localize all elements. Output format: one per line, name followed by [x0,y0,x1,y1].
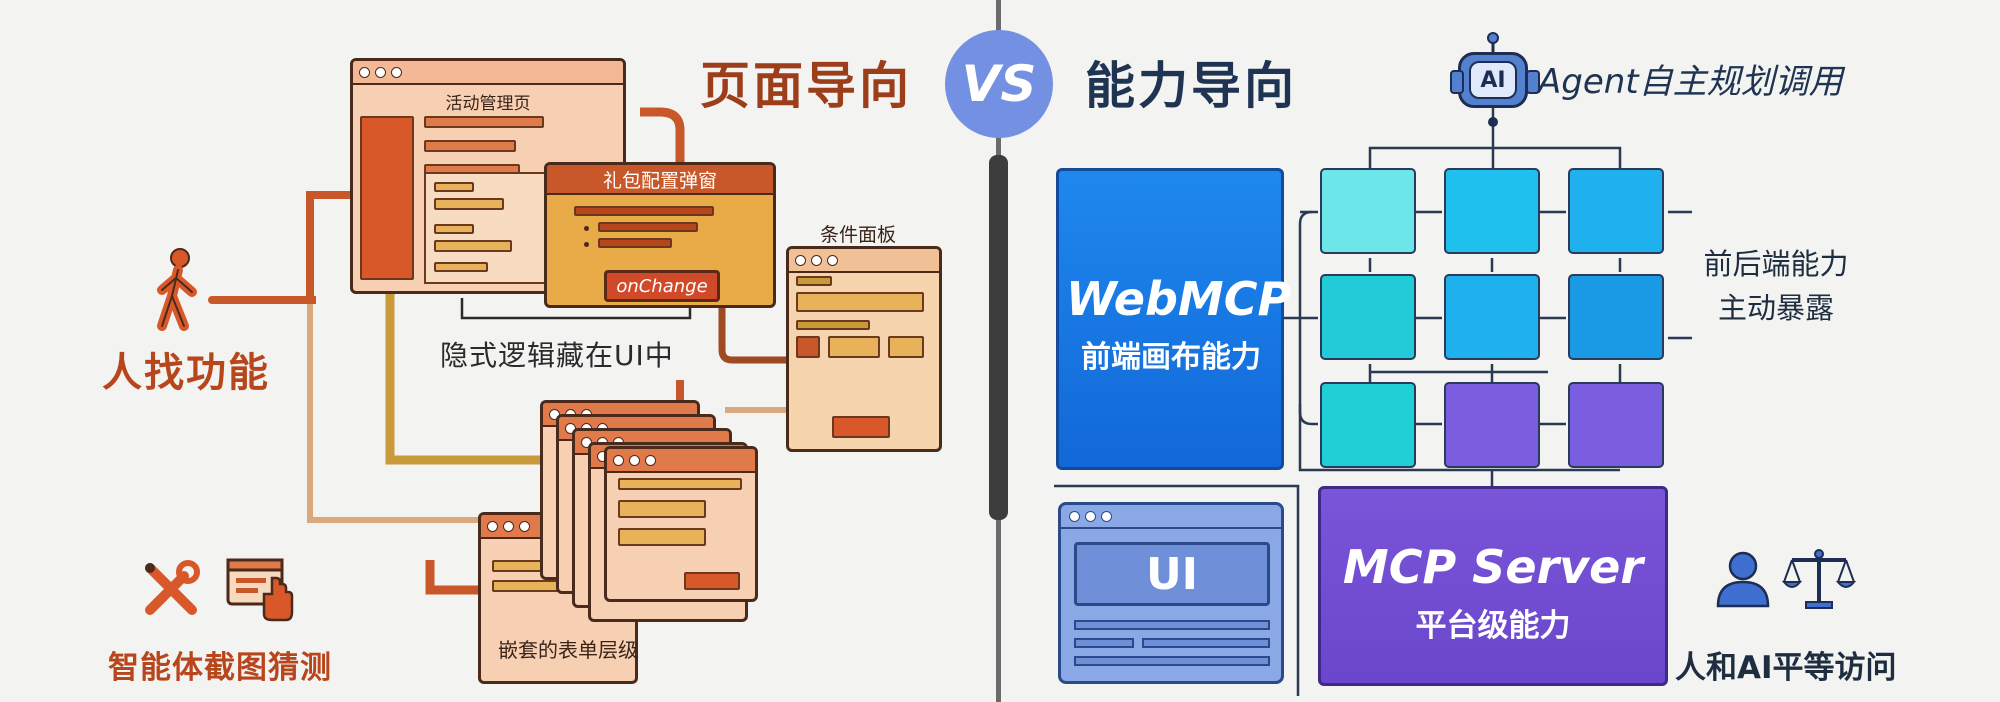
ui-label: UI [1074,542,1270,606]
robot-ear-icon [1450,70,1464,94]
onchange-button[interactable]: onChange [604,270,720,302]
equal-access-label: 人和AI平等访问 [1675,650,1897,686]
nested-button [684,572,740,590]
form-label-bar [434,182,474,192]
form-label-bar [434,224,474,234]
wrench-screwdriver-icon [145,560,200,615]
panel-field [828,336,880,358]
window-dot [359,66,370,78]
content-bar [424,116,544,128]
window-dot [391,66,402,78]
balance-scale-icon [1782,549,1856,609]
walking-person-icon [157,248,197,331]
ui-line [1074,620,1270,630]
window-dot [811,254,822,266]
capability-tile [1568,274,1664,360]
mcp-server-subtitle: 平台级能力 [1415,608,1571,644]
window-titlebar [1061,505,1281,529]
exposed-label-line: 主动暴露 [1717,291,1834,325]
window-dot [795,254,806,266]
ui-line [1074,638,1134,648]
window-dot [487,520,498,532]
window-dot [629,454,640,466]
gift-popup-title: 礼包配置弹窗 [602,169,717,192]
panel-label-bar [796,276,832,286]
nested-field [618,478,742,490]
capability-tile [1568,168,1664,254]
sidebar-block [360,116,414,280]
robot-antenna-icon [1487,32,1499,54]
screenshot-hand-icon [226,558,294,622]
ui-line [1074,656,1270,666]
window-dot [645,454,656,466]
user-icon [1716,551,1770,608]
ui-line [1142,638,1270,648]
ai-badge: AI [1469,61,1517,99]
robot-icon: AI [1458,52,1528,108]
capability-tile [1320,168,1416,254]
vs-badge: VS [945,30,1053,138]
popup-line [598,222,698,232]
robot-ear-icon [1526,70,1540,94]
popup-bullet [584,242,589,247]
center-divider-handle [989,155,1008,520]
panel-label-bar [796,320,870,330]
capability-tile [1320,382,1416,468]
panel-checkbox [796,336,820,358]
mcp-server-block [1318,486,1668,686]
exposed-capabilities-label: 前后端能力 主动暴露 [1696,242,1856,330]
agent-screenshot-guess-label: 智能体截图猜测 [108,650,332,686]
window-titlebar [353,61,623,85]
activity-window-title: 活动管理页 [445,94,531,114]
popup-line [598,238,672,248]
form-field-bar [434,198,504,210]
webmcp-subtitle: 前端画布能力 [1081,340,1261,375]
popup-bullet [584,226,589,231]
nested-forms-label: 嵌套的表单层级 [498,638,638,662]
nested-field [618,528,706,546]
capability-tile [1444,168,1540,254]
window-dot [1101,510,1112,522]
window-dot [503,520,514,532]
window-dot [375,66,386,78]
webmcp-block [1056,168,1284,470]
capability-tile [1444,382,1540,468]
capability-oriented-heading: 能力导向 [1085,57,1297,115]
nested-field [618,500,706,518]
capability-tile [1320,274,1416,360]
window-dot [1069,510,1080,522]
form-field-bar [434,262,488,272]
panel-submit-button [832,416,890,438]
window-titlebar [607,449,755,473]
popup-line [574,206,714,216]
panel-field [888,336,924,358]
hidden-logic-label: 隐式逻辑藏在UI中 [440,339,674,372]
exposed-label-line: 前后端能力 [1703,247,1849,281]
panel-field [796,292,924,312]
capability-tile [1568,382,1664,468]
window-dot [827,254,838,266]
window-dot [613,454,624,466]
page-oriented-heading: 页面导向 [700,57,912,115]
mcp-server-title: MCP Server [1342,540,1644,594]
agent-planning-label: Agent自主规划调用 [1538,62,1843,102]
capability-tile [1444,274,1540,360]
window-dot [519,520,530,532]
form-field-bar [434,240,512,252]
condition-panel-title: 条件面板 [820,224,897,246]
person-finds-feature-label: 人找功能 [102,350,270,396]
window-dot [1085,510,1096,522]
content-bar [424,140,516,152]
webmcp-title: WebMCP [1066,272,1292,326]
window-titlebar [789,249,939,273]
